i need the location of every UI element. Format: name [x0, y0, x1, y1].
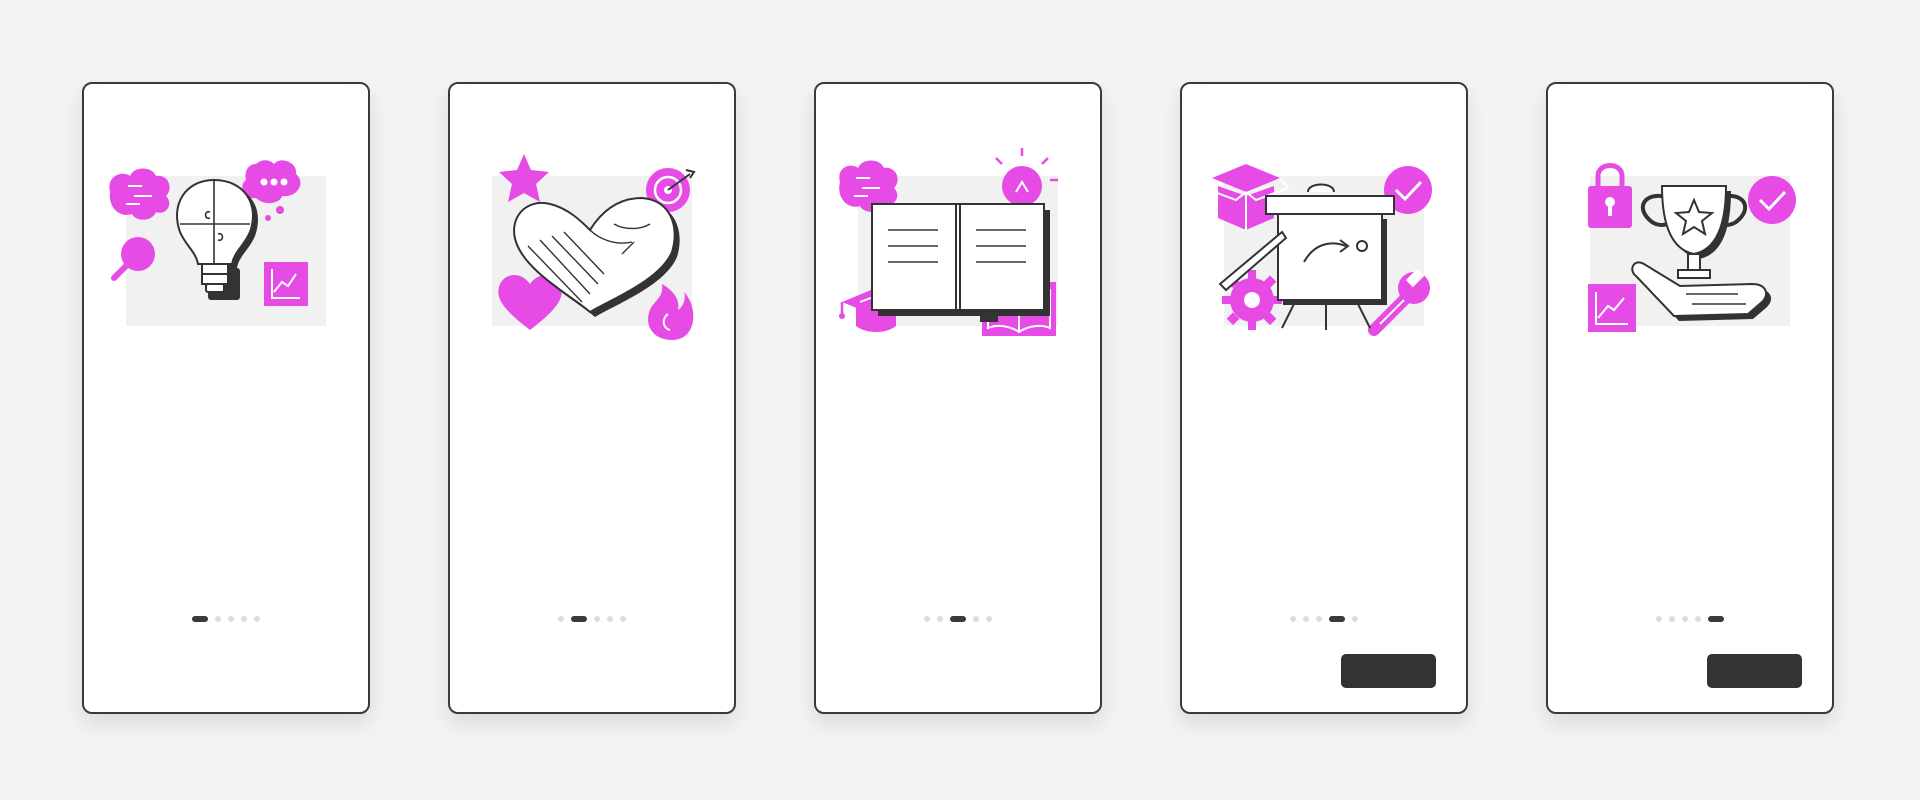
trophy-icon [1640, 185, 1748, 279]
presentation-board-icon [1218, 183, 1395, 330]
pagination-dot[interactable] [937, 616, 943, 622]
pagination-dot[interactable] [1290, 616, 1296, 622]
pagination-dot[interactable] [1656, 616, 1662, 622]
brain-icon [109, 168, 170, 220]
chat-bubble-icon [242, 160, 301, 221]
heart-icon [498, 275, 562, 330]
open-book-illustration [830, 134, 1090, 374]
lightbulb-puzzle-illustration [98, 134, 358, 374]
star-icon [499, 154, 549, 202]
pagination-dot[interactable] [571, 616, 587, 622]
open-hand-icon [1631, 261, 1772, 321]
onboarding-screen-1 [82, 82, 370, 714]
pagination-dot[interactable] [1352, 616, 1358, 622]
brain-icon [839, 160, 898, 212]
pagination-dot[interactable] [241, 616, 247, 622]
pagination-dots [450, 616, 734, 622]
onboarding-screen-5 [1546, 82, 1834, 714]
pagination-dot[interactable] [254, 616, 260, 622]
pagination-dot[interactable] [228, 616, 234, 622]
pagination-dot[interactable] [1329, 616, 1345, 622]
pagination-dot[interactable] [1682, 616, 1688, 622]
pagination-dot[interactable] [1303, 616, 1309, 622]
pagination-dot[interactable] [607, 616, 613, 622]
flame-icon [648, 284, 694, 340]
trophy-illustration [1562, 134, 1822, 374]
pagination-dots [84, 616, 368, 622]
pagination-dot[interactable] [594, 616, 600, 622]
presentation-board-illustration [1196, 134, 1456, 374]
check-icon [1384, 166, 1432, 214]
pagination-dot[interactable] [986, 616, 992, 622]
pagination-dot[interactable] [558, 616, 564, 622]
box-icon [1202, 164, 1290, 230]
growth-chart-icon [264, 262, 308, 306]
pagination-dot[interactable] [620, 616, 626, 622]
pagination-dot[interactable] [192, 616, 208, 622]
lock-icon [1588, 163, 1632, 228]
check-icon [1748, 176, 1796, 224]
pagination-dots [816, 616, 1100, 622]
onboarding-screen-3 [814, 82, 1102, 714]
pagination-dot[interactable] [215, 616, 221, 622]
pagination-dot[interactable] [973, 616, 979, 622]
get-started-button[interactable] [1707, 654, 1802, 688]
pagination-dots [1548, 616, 1832, 622]
pagination-dot[interactable] [924, 616, 930, 622]
pagination-dot[interactable] [1695, 616, 1701, 622]
pagination-dot[interactable] [1669, 616, 1675, 622]
open-book-icon [871, 203, 1050, 322]
pagination-dot[interactable] [1708, 616, 1724, 622]
handshake-illustration [464, 134, 724, 374]
lightbulb-icon [176, 178, 258, 300]
next-button[interactable] [1341, 654, 1436, 688]
onboarding-screen-2 [448, 82, 736, 714]
handshake-icon [513, 196, 680, 317]
magnifier-icon [111, 237, 155, 281]
pagination-dot[interactable] [950, 616, 966, 622]
pagination-dots [1182, 616, 1466, 622]
growth-chart-icon [1588, 284, 1636, 332]
pagination-dot[interactable] [1316, 616, 1322, 622]
onboarding-screen-4 [1180, 82, 1468, 714]
wrench-icon [1368, 268, 1430, 336]
